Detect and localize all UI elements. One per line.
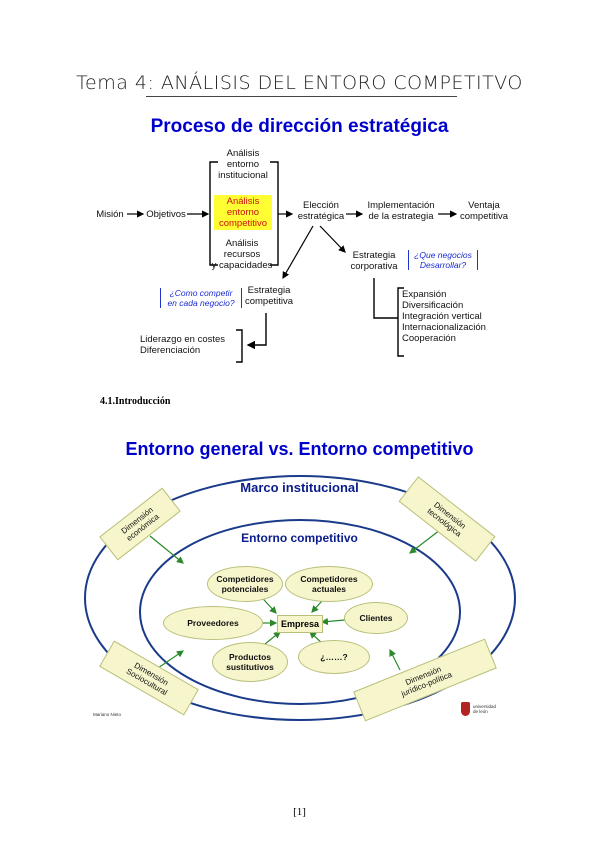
estrategia-corporativa-label: Estrategia corporativa bbox=[350, 250, 398, 272]
implementacion-label: Implementación de la estrategia bbox=[367, 200, 435, 222]
analisis-competitivo-label: Análisis entorno competitivo bbox=[214, 195, 272, 230]
empresa-node: Empresa bbox=[277, 615, 323, 633]
analisis-institucional-label: Análisis entorno institucional bbox=[218, 148, 268, 181]
university-shield-icon bbox=[461, 702, 470, 716]
eleccion-estrategica-label: Elección estratégica bbox=[297, 200, 345, 222]
objetivos-label: Objetivos bbox=[146, 209, 186, 220]
analisis-recursos-label: Análisis recursos y capacidades bbox=[211, 238, 273, 271]
liderazgo-label: Liderazgo en costes Diferenciación bbox=[140, 334, 226, 356]
diagram1-title: Proceso de dirección estratégica bbox=[150, 116, 449, 137]
diagram1-connectors bbox=[127, 161, 458, 363]
ventaja-competitiva-label: Ventaja competitiva bbox=[459, 200, 509, 222]
estrategia-competitiva-label: Estrategia competitiva bbox=[244, 285, 294, 307]
title-underline bbox=[146, 96, 457, 97]
section-heading: 4.1.Introducción bbox=[100, 396, 171, 407]
corporativa-options-list: Expansión Diversificación Integración ve… bbox=[402, 289, 502, 344]
otros-node: ¿……? bbox=[298, 640, 370, 674]
document-title: Tema 4: ANÁLISIS DEL ENTORO COMPETITVO bbox=[76, 72, 523, 94]
productos-sustitutivos-node: Productos sustitutivos bbox=[212, 642, 288, 682]
proveedores-node: Proveedores bbox=[163, 606, 263, 640]
university-logo-text: universidad de león bbox=[473, 704, 497, 714]
diagram2-title: Entorno general vs. Entorno competitivo bbox=[125, 439, 474, 459]
option-internacionalizacion: Internacionalización bbox=[402, 322, 486, 333]
mision-label: Misión bbox=[96, 209, 124, 220]
option-diversificacion: Diversificación bbox=[402, 300, 464, 311]
marco-institucional-label: Marco institucional bbox=[240, 480, 359, 495]
page-number: [1] bbox=[293, 806, 306, 818]
entorno-competitivo-label: Entorno competitivo bbox=[241, 531, 358, 545]
option-cooperacion: Cooperación bbox=[402, 333, 456, 344]
competidores-potenciales-node: Competidores potenciales bbox=[207, 566, 283, 602]
como-competir-note: ¿Como competir en cada negocio? bbox=[160, 288, 242, 308]
option-integracion: Integración vertical bbox=[402, 311, 482, 322]
clientes-node: Clientes bbox=[344, 602, 408, 634]
competidores-actuales-node: Competidores actuales bbox=[285, 566, 373, 602]
author-credit: Mariano Nieto bbox=[93, 712, 122, 717]
que-negocios-note: ¿Que negocios Desarrollar? bbox=[408, 250, 478, 270]
option-expansion: Expansión bbox=[402, 289, 447, 300]
